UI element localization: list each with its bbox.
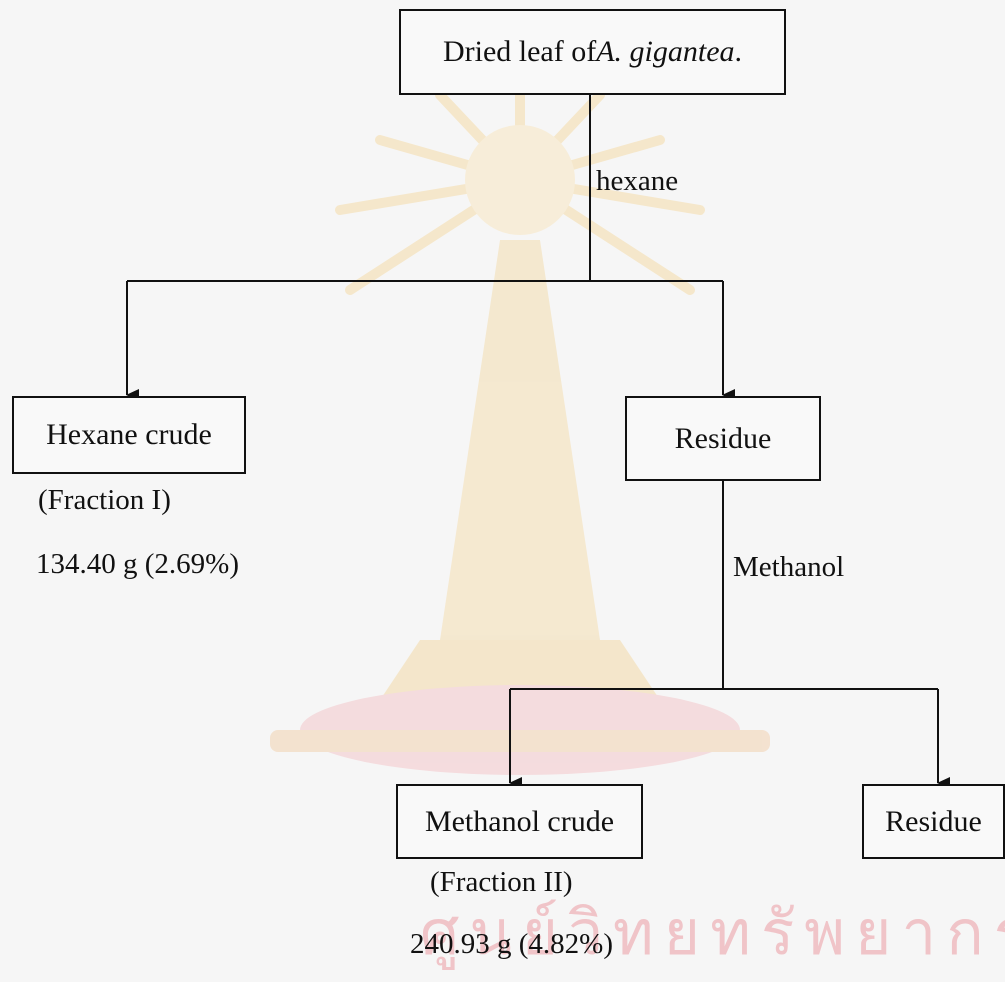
species-name: A. gigantea	[596, 35, 735, 68]
dried-leaf-suffix: .	[734, 35, 743, 68]
watermark-text: ศูนย์วิทยทรัพยากร	[420, 896, 1005, 969]
fraction-label-1: (Fraction I)	[38, 484, 171, 516]
methanol-crude-node: Methanol crude	[396, 784, 643, 859]
residue-label-1: Residue	[674, 421, 772, 455]
dried-leaf-node: Dried leaf of A. gigantea.	[399, 9, 786, 95]
yield-label-1: 134.40 g (2.69%)	[36, 548, 239, 580]
residue-node-1: Residue	[625, 396, 821, 481]
methanol-crude-label: Methanol crude	[424, 804, 615, 838]
fraction-label-2: (Fraction II)	[430, 866, 573, 898]
solvent-label-hexane: hexane	[596, 165, 679, 197]
hexane-crude-node: Hexane crude	[12, 396, 246, 474]
solvent-label-methanol: Methanol	[733, 551, 845, 583]
dried-leaf-prefix: Dried leaf of	[442, 35, 597, 68]
residue-label-2: Residue	[885, 804, 982, 838]
hexane-crude-label: Hexane crude	[46, 418, 212, 451]
yield-label-2: 240.93 g (4.82%)	[410, 928, 613, 960]
residue-node-2: Residue	[862, 784, 1005, 859]
